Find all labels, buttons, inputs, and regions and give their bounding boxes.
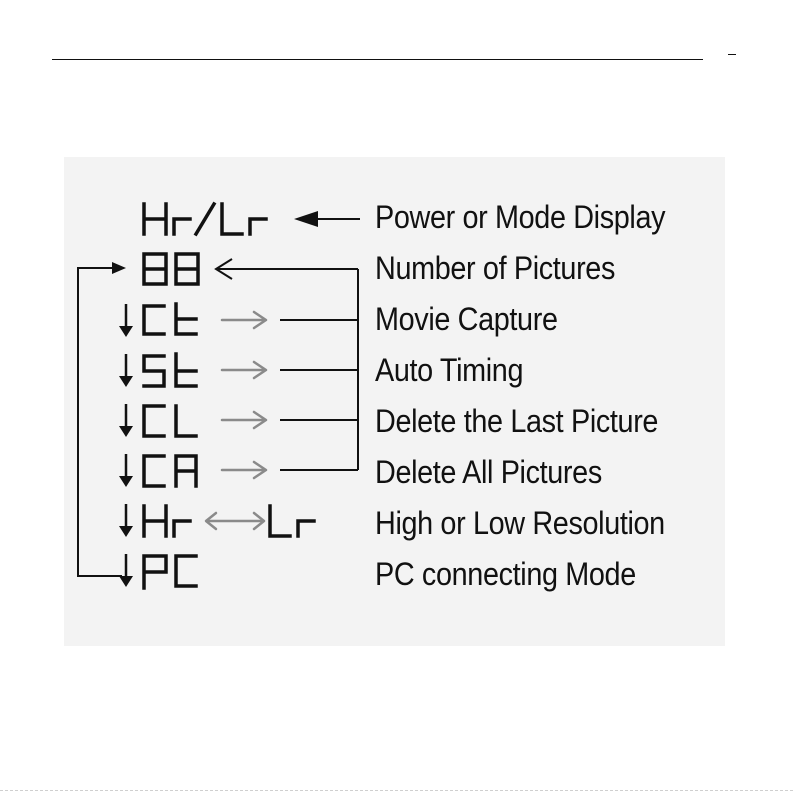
label-auto-timing: Auto Timing [375,352,523,388]
label-delete-all-pictures: Delete All Pictures [375,454,602,490]
label-movie-capture: Movie Capture [375,301,558,337]
label-high-low-resolution: High or Low Resolution [375,505,665,541]
label-delete-last-picture: Delete the Last Picture [375,403,658,439]
label-power-mode-display: Power or Mode Display [375,199,665,235]
label-pc-connecting-mode: PC connecting Mode [375,556,636,592]
bottom-rule [0,790,793,791]
label-number-of-pictures: Number of Pictures [375,250,615,286]
